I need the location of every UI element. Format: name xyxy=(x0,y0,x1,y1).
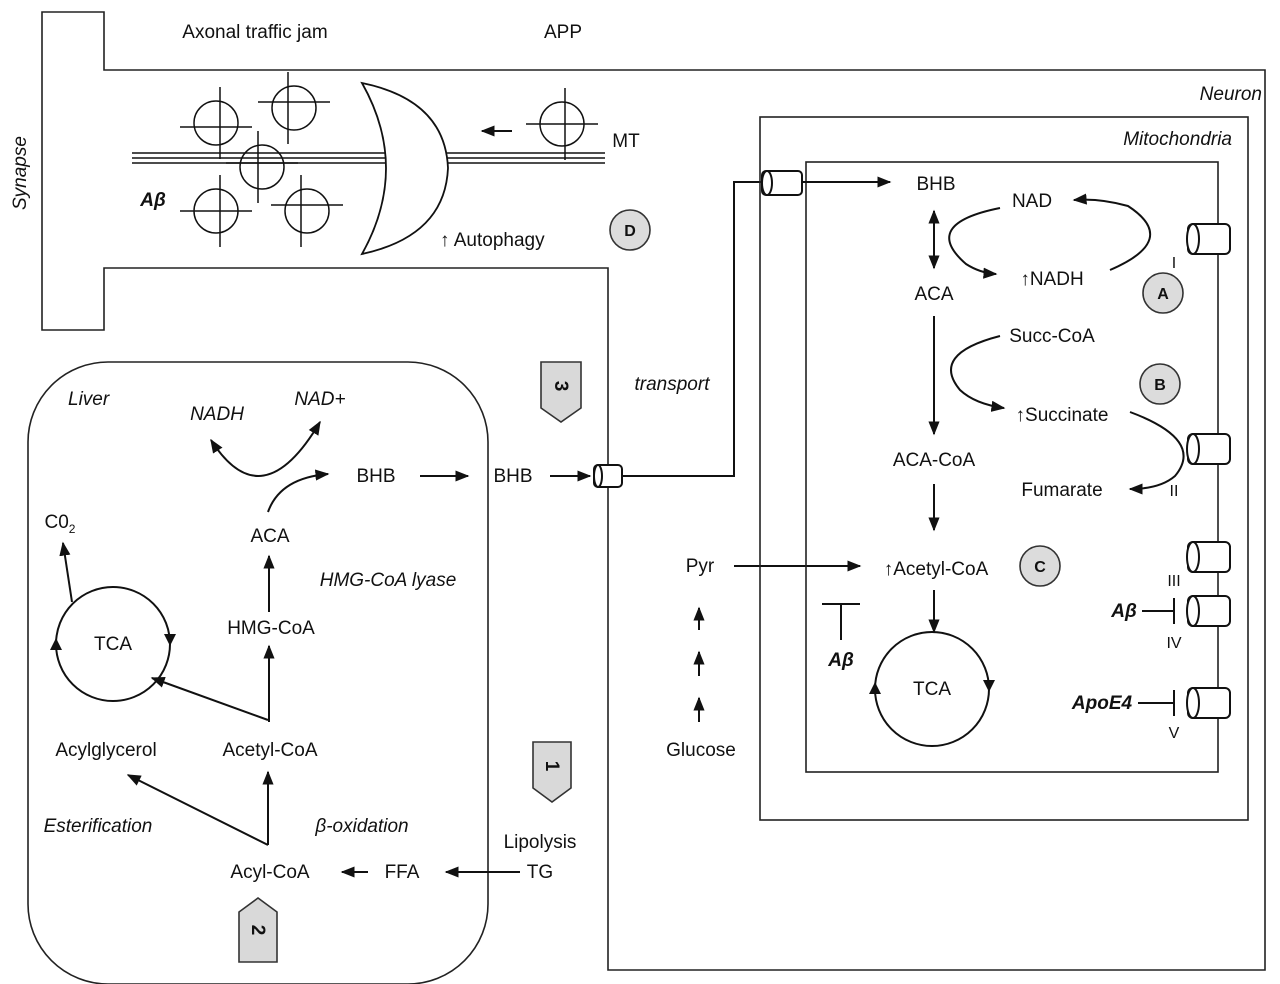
tg-label: TG xyxy=(527,862,553,883)
acylglycerol-label: Acylglycerol xyxy=(55,740,156,761)
complex-i-label: I xyxy=(1172,255,1176,272)
esterification-label: Esterification xyxy=(44,816,153,837)
complex-iv-channel xyxy=(1186,595,1231,627)
succinate-to-fumarate-arc xyxy=(1128,411,1185,495)
apoe4-label: ApoE4 xyxy=(1071,693,1133,714)
mitochondria-label: Mitochondria xyxy=(1123,129,1232,150)
axonal-traffic-jam-label: Axonal traffic jam xyxy=(182,22,327,43)
tca-to-co2-arrow xyxy=(59,541,73,603)
app-particle xyxy=(526,88,598,160)
abeta-inhibition-symbol xyxy=(822,603,860,640)
synapse-label: Synapse xyxy=(10,136,31,210)
complex-i-channel xyxy=(1186,223,1231,255)
badge-a xyxy=(1142,272,1184,314)
liver-compartment xyxy=(27,361,489,984)
svg-text:1: 1 xyxy=(541,761,562,772)
acyl-coa-label: Acyl-CoA xyxy=(230,862,310,883)
succinate-label: ↑Succinate xyxy=(1016,405,1109,426)
step-1-marker: 1 xyxy=(532,741,572,803)
pyr-label: Pyr xyxy=(686,556,715,577)
nad-nadh-arc-left xyxy=(948,207,1001,279)
app-particle xyxy=(180,87,252,159)
step-2-marker: 2 xyxy=(238,897,278,963)
aca-to-bhb-arc xyxy=(267,469,330,513)
mitochondria-inner-membrane xyxy=(805,161,1219,773)
liver-nadh: NADH xyxy=(190,404,244,425)
complex-ii-channel xyxy=(1186,433,1231,465)
autophagosome-crescent xyxy=(360,81,449,256)
mt-label: MT xyxy=(612,131,640,152)
transport-label: transport xyxy=(635,374,711,395)
hmg-coa-lyase-label: HMG-CoA lyase xyxy=(320,570,457,591)
liver-label: Liver xyxy=(68,389,110,410)
abeta-axon-label: Aβ xyxy=(139,190,166,211)
step-3-marker: 3 xyxy=(540,361,582,423)
succ-coa-arc xyxy=(950,335,1006,412)
acetyl-to-tca-arrow xyxy=(150,677,269,721)
aca-coa-label: ACA-CoA xyxy=(893,450,976,471)
acyl-to-acylglycerol-arrow xyxy=(126,774,269,846)
mito-acetyl-coa: ↑Acetyl-CoA xyxy=(884,559,989,580)
microtubule xyxy=(132,152,605,164)
liver-nad-plus: NAD+ xyxy=(294,389,345,410)
lipolysis-label: Lipolysis xyxy=(504,832,577,853)
badge-b xyxy=(1139,363,1181,405)
abeta-neuron-label: Aβ xyxy=(827,650,854,671)
app-particle xyxy=(180,175,252,247)
autophagy-label: ↑ Autophagy xyxy=(440,230,545,251)
badge-b-label: B xyxy=(1154,377,1166,394)
liver-acetyl-coa: Acetyl-CoA xyxy=(222,740,317,761)
apoe4-complex-v-inhibition xyxy=(1138,690,1175,716)
beta-oxidation-label: β-oxidation xyxy=(314,816,408,837)
transport-path xyxy=(622,181,762,477)
badge-d xyxy=(609,209,651,251)
complex-iv-label: IV xyxy=(1166,635,1181,652)
complex-iii-channel xyxy=(1186,541,1231,573)
complex-iii-label: III xyxy=(1167,573,1180,590)
app-particle xyxy=(271,175,343,247)
liver-tca-label: TCA xyxy=(94,634,132,655)
mito-bhb: BHB xyxy=(916,174,955,195)
app-particle xyxy=(258,72,330,144)
abeta-complex-iv-inhibition xyxy=(1142,598,1175,624)
svg-text:2: 2 xyxy=(247,925,268,936)
abeta-complex-iv-label: Aβ xyxy=(1110,601,1137,622)
liver-hmg-coa: HMG-CoA xyxy=(227,618,315,639)
nad-nadh-arc-right xyxy=(1072,193,1152,271)
badge-d-label: D xyxy=(624,223,636,240)
succ-coa-label: Succ-CoA xyxy=(1009,326,1095,347)
complex-v-channel xyxy=(1186,687,1231,719)
liver-bhb-outer: BHB xyxy=(493,466,532,487)
mito-nad: NAD xyxy=(1012,191,1052,212)
liver-aca: ACA xyxy=(250,526,289,547)
badge-c xyxy=(1019,545,1061,587)
mitochondria-outer-membrane xyxy=(759,116,1249,821)
svg-text:3: 3 xyxy=(550,381,571,392)
complex-ii-label: II xyxy=(1170,483,1179,500)
liver-tca-arrowhead xyxy=(50,638,62,650)
badge-a-label: A xyxy=(1157,286,1169,303)
mito-tca-label: TCA xyxy=(913,679,951,700)
complex-v-label: V xyxy=(1169,725,1180,742)
mito-tca-arrowhead xyxy=(869,682,881,694)
mito-aca: ACA xyxy=(914,284,953,305)
mito-tca-arrowhead xyxy=(983,680,995,692)
liver-bhb-inner: BHB xyxy=(356,466,395,487)
mito-nadh: ↑NADH xyxy=(1020,269,1083,290)
fumarate-label: Fumarate xyxy=(1021,480,1102,501)
badge-c-label: C xyxy=(1034,559,1046,576)
nad-redox-arc xyxy=(210,420,321,477)
co2-label: C02 xyxy=(45,512,76,536)
app-particle xyxy=(226,131,298,203)
bhb-transporter xyxy=(593,464,623,488)
neuron-outline xyxy=(41,11,1266,971)
glucose-label: Glucose xyxy=(666,740,736,761)
app-label: APP xyxy=(544,22,582,43)
ffa-label: FFA xyxy=(385,862,420,883)
mito-bhb-transporter xyxy=(761,170,803,196)
neuron-label: Neuron xyxy=(1200,84,1262,105)
liver-tca-arrowhead xyxy=(164,634,176,646)
